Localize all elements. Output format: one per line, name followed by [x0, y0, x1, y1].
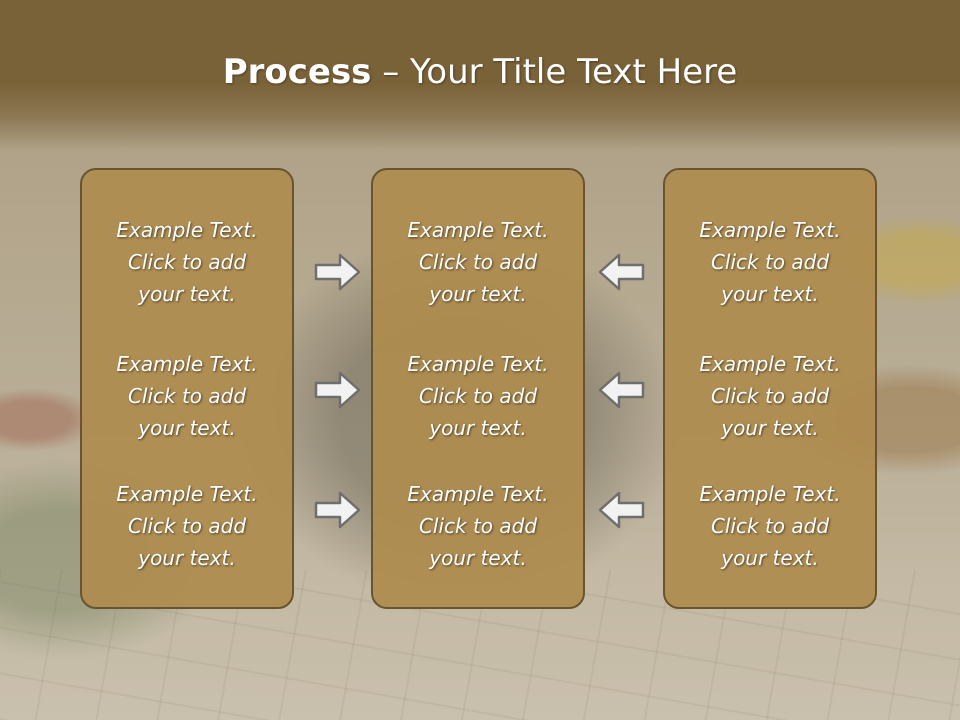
process-box-left[interactable]: Example Text. Click to add your text. Ex… [80, 168, 294, 609]
text-placeholder[interactable]: Example Text. Click to add your text. [116, 482, 258, 570]
text-placeholder[interactable]: Example Text. Click to add your text. [407, 352, 549, 440]
arrow-left-icon [598, 371, 645, 409]
arrow-left-icon [598, 491, 645, 529]
arrow-right-icon [314, 253, 361, 291]
title-banner [0, 0, 960, 150]
slide-title[interactable]: Process – Your Title Text Here [0, 52, 960, 92]
title-rest-part: – Your Title Text Here [371, 52, 738, 92]
text-placeholder[interactable]: Example Text. Click to add your text. [407, 218, 549, 306]
arrow-right-icon [314, 371, 361, 409]
process-box-center[interactable]: Example Text. Click to add your text. Ex… [371, 168, 585, 609]
process-box-right[interactable]: Example Text. Click to add your text. Ex… [663, 168, 877, 609]
title-bold-part: Process [222, 52, 372, 92]
arrow-left-icon [598, 253, 645, 291]
text-placeholder[interactable]: Example Text. Click to add your text. [699, 482, 841, 570]
arrow-right-icon [314, 491, 361, 529]
text-placeholder[interactable]: Example Text. Click to add your text. [699, 352, 841, 440]
text-placeholder[interactable]: Example Text. Click to add your text. [116, 352, 258, 440]
text-placeholder[interactable]: Example Text. Click to add your text. [699, 218, 841, 306]
text-placeholder[interactable]: Example Text. Click to add your text. [407, 482, 549, 570]
text-placeholder[interactable]: Example Text. Click to add your text. [116, 218, 258, 306]
